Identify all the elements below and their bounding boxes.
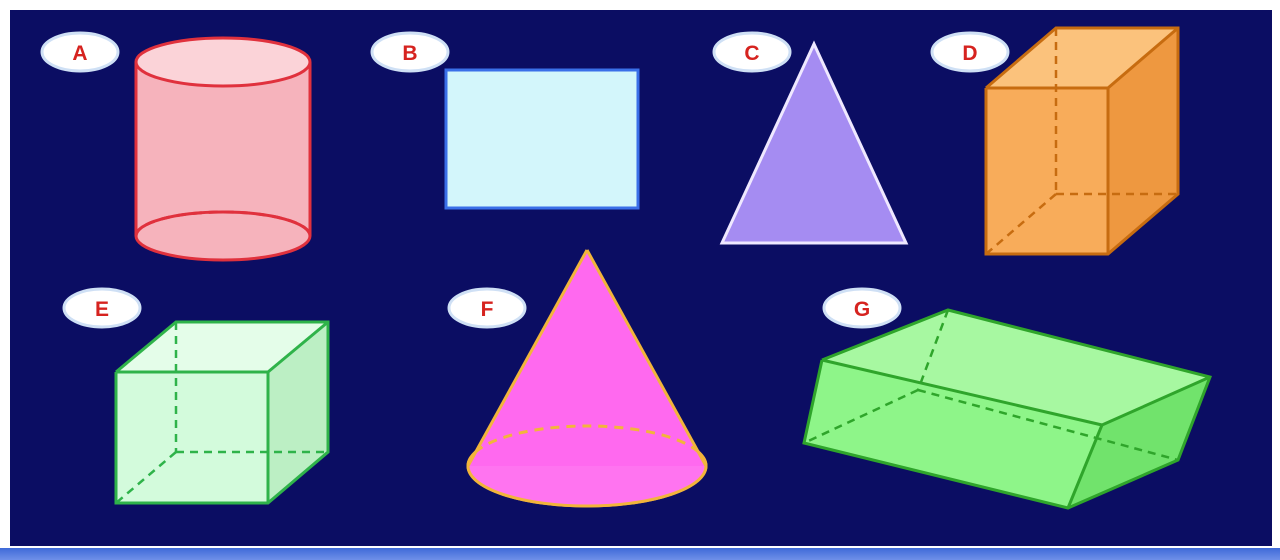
shape-cuboid — [984, 26, 1180, 256]
label-badge-f: F — [447, 287, 527, 329]
label-b: B — [402, 42, 417, 65]
label-g: G — [854, 298, 870, 321]
label-d: D — [962, 42, 977, 65]
shape-cylinder — [134, 36, 312, 262]
shape-triangle — [719, 40, 909, 245]
label-e: E — [95, 298, 109, 321]
bottom-border — [0, 548, 1280, 560]
label-a: A — [72, 42, 87, 65]
label-badge-d: D — [930, 31, 1010, 73]
label-badge-e: E — [62, 287, 142, 329]
shape-cone — [466, 249, 708, 508]
label-badge-a: A — [40, 31, 120, 73]
label-badge-c: C — [712, 31, 792, 73]
shape-rectangular-prism — [802, 308, 1213, 510]
shape-square — [444, 68, 640, 210]
label-badge-b: B — [370, 31, 450, 73]
shape-cube — [114, 320, 330, 505]
label-c: C — [744, 42, 759, 65]
label-f: F — [481, 298, 494, 321]
label-badge-g: G — [822, 287, 902, 329]
